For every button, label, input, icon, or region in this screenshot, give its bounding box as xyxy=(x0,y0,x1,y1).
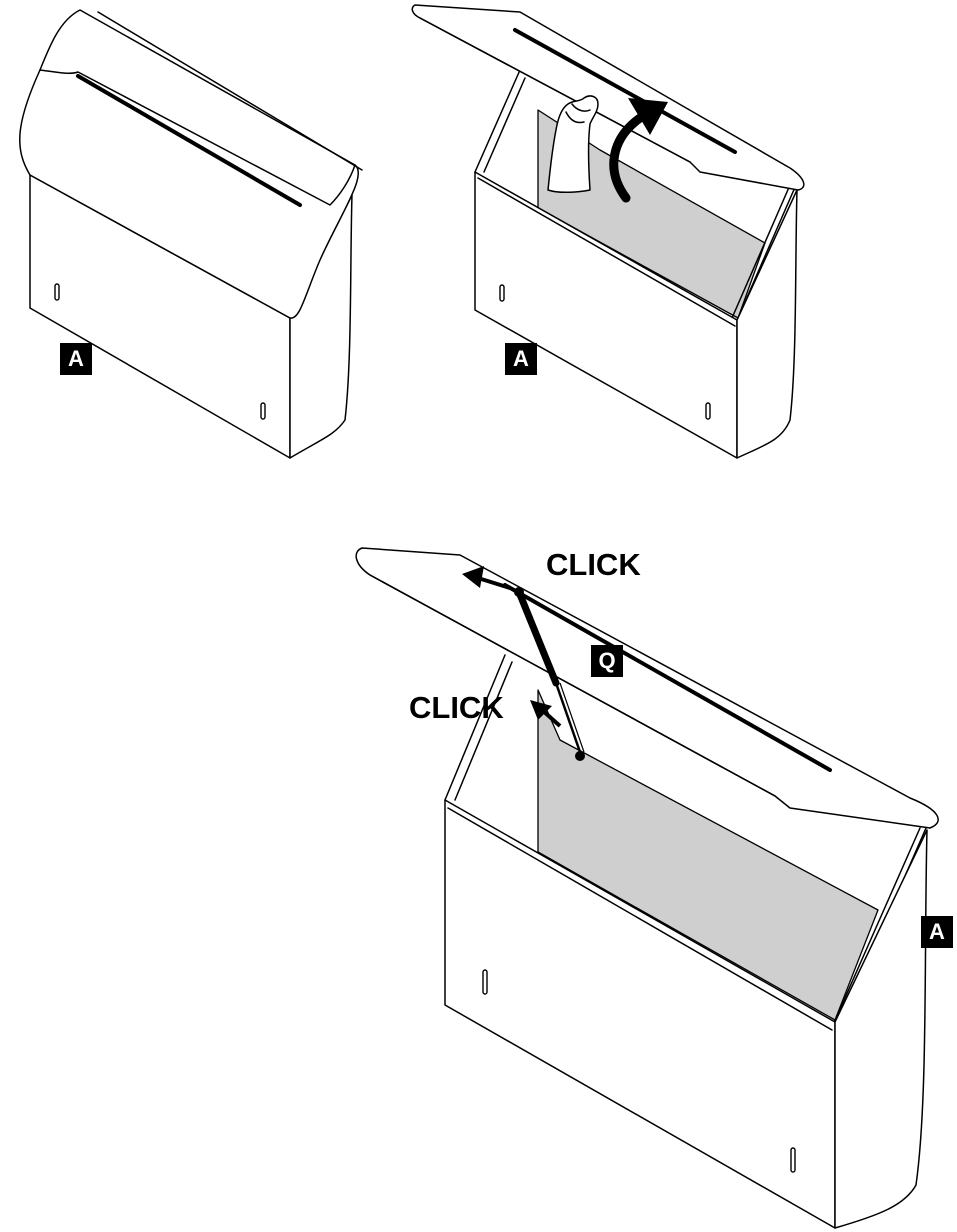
slot xyxy=(499,284,505,302)
slot xyxy=(790,1147,796,1173)
slot xyxy=(482,969,488,995)
hand-icon xyxy=(547,95,599,194)
click-label-left: CLICK xyxy=(409,690,504,725)
lid-crest xyxy=(39,69,356,206)
hood-opening xyxy=(411,4,805,459)
curved-arrow-icon xyxy=(609,98,668,203)
gas-strut-icon xyxy=(514,587,585,761)
control-strip xyxy=(513,28,737,154)
label-a-step2: A xyxy=(505,343,537,375)
side-panel xyxy=(289,194,353,459)
right-frame xyxy=(731,184,791,319)
lid-rim xyxy=(97,11,363,171)
hood-open-with-strut xyxy=(355,547,939,1229)
lid xyxy=(411,4,805,191)
control-strip xyxy=(503,583,832,772)
slot xyxy=(260,402,266,420)
control-strip xyxy=(76,74,302,207)
lid xyxy=(355,547,939,829)
lid-edge xyxy=(369,574,776,797)
slot xyxy=(54,283,60,301)
front-top-edge xyxy=(477,177,736,327)
slot xyxy=(705,402,711,420)
hood-closed xyxy=(19,9,363,459)
label-q: Q xyxy=(591,645,623,677)
front-top-edge xyxy=(447,807,833,1031)
interior-panel xyxy=(537,689,879,1021)
side-frame xyxy=(474,69,521,173)
arrow-icon xyxy=(530,700,562,728)
interior-panel xyxy=(537,109,766,319)
side-panel xyxy=(834,829,928,1229)
side-frame xyxy=(444,654,506,801)
lid-edge xyxy=(419,17,691,163)
side-panel xyxy=(736,189,798,459)
label-a-step3: A xyxy=(921,916,953,948)
click-label-top: CLICK xyxy=(546,547,641,582)
arrow-icon xyxy=(462,566,511,590)
label-a-step1: A xyxy=(60,343,92,375)
side-frame xyxy=(454,661,513,801)
side-frame xyxy=(483,77,526,173)
right-frame xyxy=(832,827,921,1026)
